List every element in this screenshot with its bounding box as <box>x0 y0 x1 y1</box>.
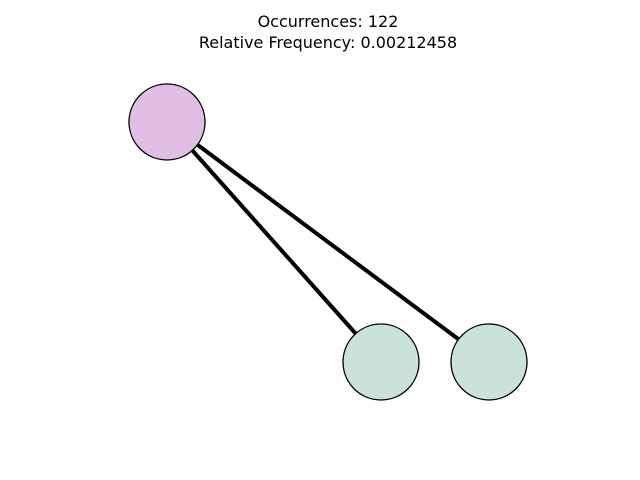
edges-group <box>190 143 460 341</box>
node-n0 <box>128 83 206 161</box>
relative-frequency-label: Relative Frequency: 0.00212458 <box>198 33 458 52</box>
node-n1 <box>342 323 420 401</box>
edge-n0-n2 <box>196 143 460 341</box>
edge-n0-n1 <box>190 149 358 335</box>
occurrences-label: Occurrences: 122 <box>257 12 399 31</box>
figure-title: Occurrences: 122 Relative Frequency: 0.0… <box>0 11 640 53</box>
nodes-group <box>128 83 528 401</box>
node-n2 <box>450 323 528 401</box>
